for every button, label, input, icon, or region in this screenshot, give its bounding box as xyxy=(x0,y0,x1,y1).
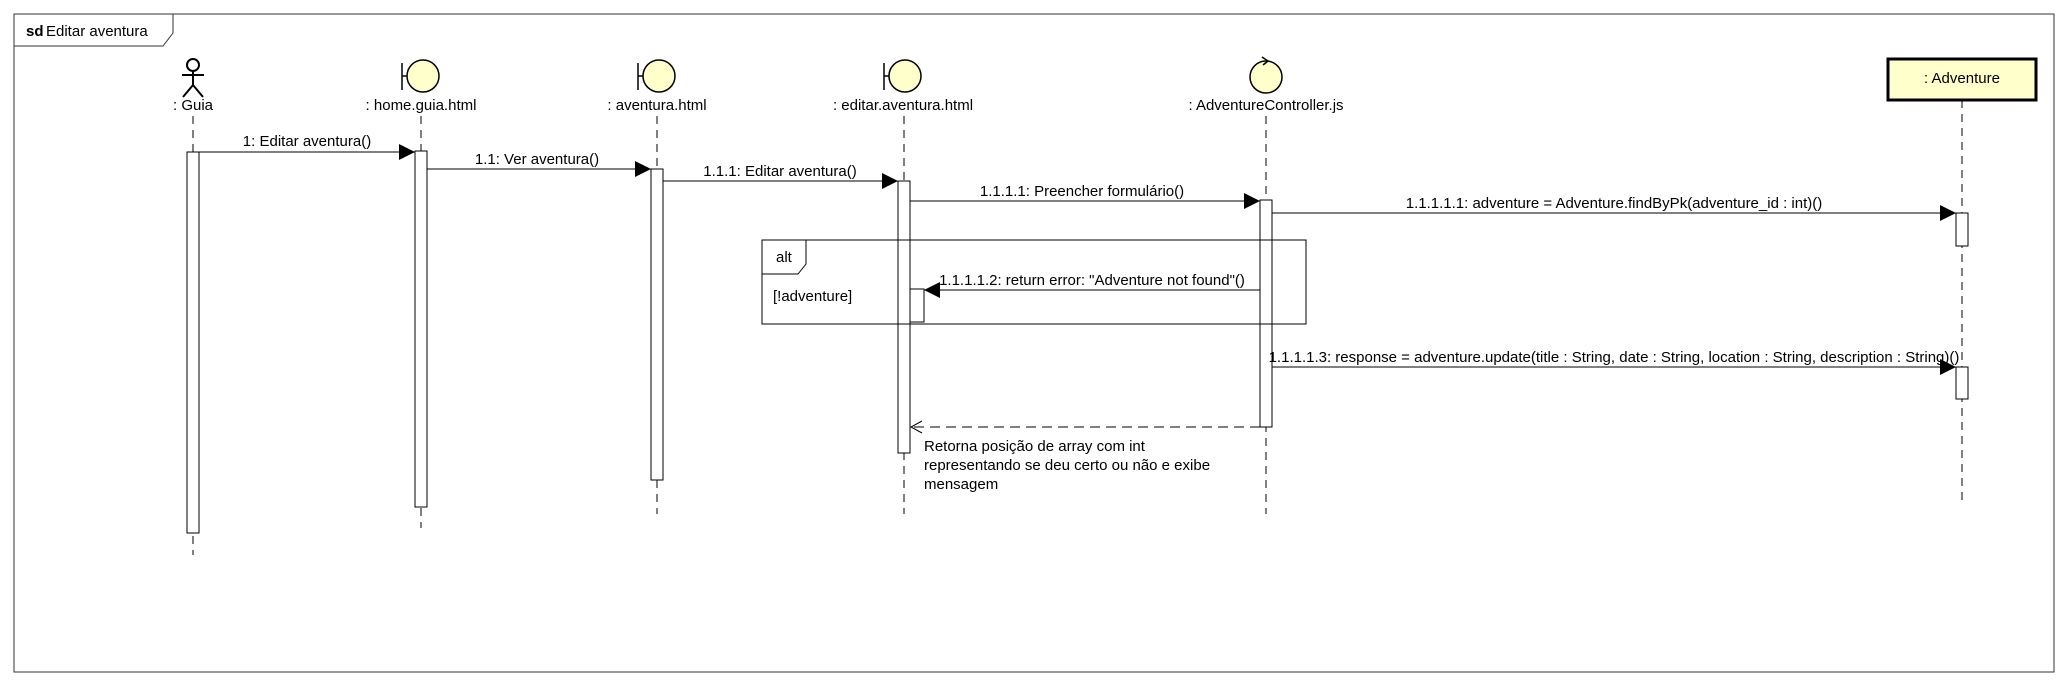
message-m5: 1.1.1.1.1: adventure = Adventure.findByP… xyxy=(1272,195,1956,221)
message-m4: 1.1.1.1: Preencher formulário() xyxy=(910,183,1260,209)
control-icon xyxy=(1249,56,1283,94)
lifeline-label: : home.guia.html xyxy=(366,97,477,114)
note-line: mensagem xyxy=(924,476,998,493)
actor-icon xyxy=(182,58,204,98)
message-m8-return xyxy=(909,420,1260,434)
return-note: Retorna posição de array com int represe… xyxy=(924,438,1210,493)
message-label: 1.1: Ver aventura() xyxy=(475,151,599,168)
frame-name: Editar aventura xyxy=(46,23,148,40)
lifeline-label: : AdventureController.js xyxy=(1188,97,1343,114)
lifeline-label: : aventura.html xyxy=(607,97,706,114)
lifeline-adventure: : Adventure xyxy=(1886,57,2038,502)
message-m6: 1.1.1.1.2: return error: "Adventure not … xyxy=(924,272,1260,298)
note-line: Retorna posição de array com int xyxy=(924,438,1146,455)
fragment-guard: [!adventure] xyxy=(773,288,852,305)
lifeline-label: : editar.aventura.html xyxy=(833,97,973,114)
diagram-frame xyxy=(13,13,2055,673)
lifeline-label: : Adventure xyxy=(1924,70,2000,87)
lifeline-label: : Guia xyxy=(173,97,214,114)
message-m7: 1.1.1.1.3: response = adventure.update(t… xyxy=(1269,349,1960,375)
note-line: representando se deu certo ou não e exib… xyxy=(924,457,1210,474)
frame-keyword: sd xyxy=(26,23,44,40)
activation-bar xyxy=(414,150,428,508)
lifeline-home: : home.guia.html xyxy=(366,59,477,528)
nested-activation-bar xyxy=(909,288,925,323)
message-m3: 1.1.1: Editar aventura() xyxy=(663,163,898,189)
activation-bar xyxy=(1955,212,1969,247)
activation-bar xyxy=(897,180,911,454)
boundary-icon xyxy=(637,59,676,93)
fragment-operator: alt xyxy=(776,249,793,266)
activation-bar xyxy=(650,168,664,481)
lifeline-guia: : Guia xyxy=(173,58,214,555)
activation-bar xyxy=(186,151,200,534)
message-label: 1.1.1.1.2: return error: "Adventure not … xyxy=(939,272,1245,289)
lifeline-controller: : AdventureController.js xyxy=(1188,56,1344,514)
message-label: 1.1.1.1.1: adventure = Adventure.findByP… xyxy=(1406,195,1823,212)
message-label: 1.1.1.1: Preencher formulário() xyxy=(980,183,1184,200)
message-m2: 1.1: Ver aventura() xyxy=(427,151,651,177)
message-label: 1.1.1.1.3: response = adventure.update(t… xyxy=(1269,349,1960,366)
message-m1: 1: Editar aventura() xyxy=(199,133,415,160)
boundary-icon xyxy=(883,59,922,93)
message-label: 1: Editar aventura() xyxy=(243,133,371,150)
lifeline-aventura: : aventura.html xyxy=(607,59,707,514)
entity-box xyxy=(1886,57,2038,102)
activation-bar xyxy=(1955,366,1969,400)
boundary-icon xyxy=(401,59,440,93)
activation-bar xyxy=(1259,199,1273,428)
frame-tab xyxy=(14,13,174,47)
alt-fragment: alt [!adventure] xyxy=(761,239,1307,325)
message-label: 1.1.1: Editar aventura() xyxy=(703,163,856,180)
lifeline-editar: : editar.aventura.html xyxy=(833,59,973,514)
